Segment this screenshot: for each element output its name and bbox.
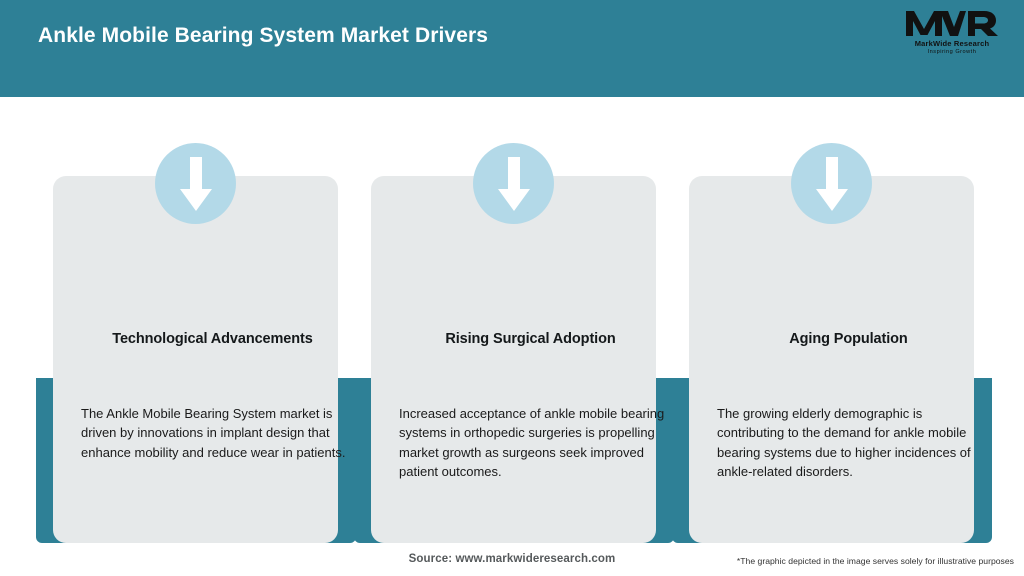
arrow-down-icon	[497, 156, 530, 211]
card-panel: Technological Advancements The Ankle Mob…	[53, 176, 346, 543]
driver-cards-container: Technological Advancements The Ankle Mob…	[0, 97, 1024, 547]
mwr-logo-icon	[906, 11, 998, 36]
card-heading: Technological Advancements	[112, 331, 313, 347]
header-bar: Ankle Mobile Bearing System Market Drive…	[0, 0, 1024, 97]
page-title: Ankle Mobile Bearing System Market Drive…	[38, 24, 489, 47]
logo-company-name: MarkWide Research	[914, 39, 990, 48]
driver-card-2[interactable]: Rising Surgical Adoption Increased accep…	[354, 97, 674, 547]
driver-card-1[interactable]: Technological Advancements The Ankle Mob…	[36, 97, 356, 547]
card-body-text: Increased acceptance of ankle mobile bea…	[399, 406, 665, 479]
source-label: Source: www.markwideresearch.com	[408, 553, 616, 565]
arrow-down-icon	[815, 156, 848, 211]
card-icon-badge	[791, 143, 872, 224]
arrow-down-icon	[179, 156, 212, 211]
driver-card-3[interactable]: Aging Population The growing elderly dem…	[672, 97, 992, 547]
card-icon-badge	[473, 143, 554, 224]
logo-tagline: Inspiring Growth	[927, 49, 977, 55]
card-body-text: The Ankle Mobile Bearing System market i…	[81, 406, 346, 460]
disclaimer-note: *The graphic depicted in the image serve…	[736, 556, 1014, 566]
card-heading: Rising Surgical Adoption	[445, 331, 616, 347]
brand-logo: MarkWide Research Inspiring Growth	[896, 8, 1008, 60]
card-icon-badge	[155, 143, 236, 224]
card-body-text: The growing elderly demographic is contr…	[717, 406, 971, 479]
card-panel: Aging Population The growing elderly dem…	[689, 176, 974, 543]
card-heading: Aging Population	[789, 331, 908, 347]
card-panel: Rising Surgical Adoption Increased accep…	[371, 176, 664, 543]
